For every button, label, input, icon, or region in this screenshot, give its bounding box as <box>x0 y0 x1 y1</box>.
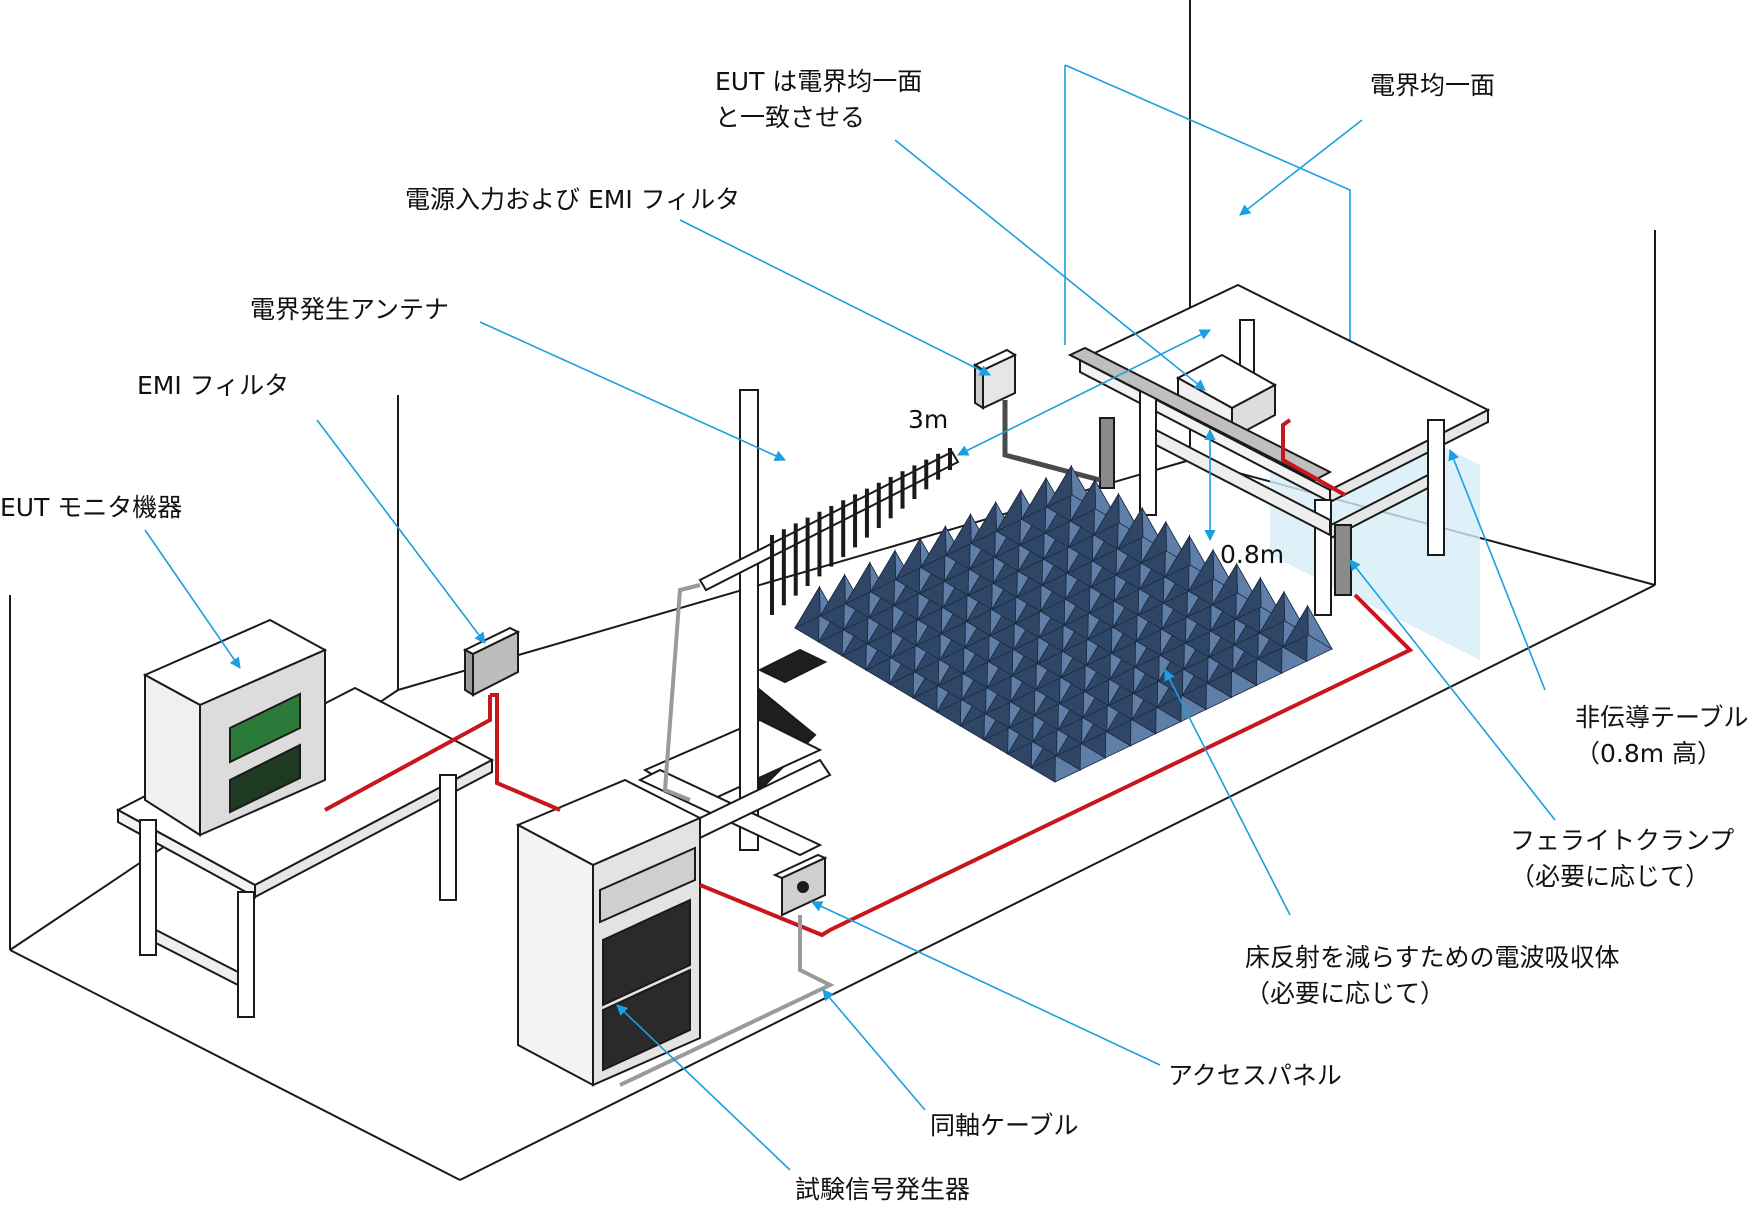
absorber-pyramid-face <box>1140 520 1167 565</box>
label-field-plane: 電界均一面 <box>1370 71 1496 100</box>
filter-box-icon <box>462 626 521 697</box>
coax-cable <box>619 915 835 1087</box>
absorber-pyramid-face <box>1069 478 1097 523</box>
monitor-icon <box>142 618 328 837</box>
absorber-pyramid-face <box>1163 534 1191 579</box>
absorber-pyramid-face <box>1187 548 1215 593</box>
rack-icon <box>515 778 703 1087</box>
label-power-filter: 電源入力および EMI フィルタ <box>405 185 741 214</box>
label-eut-align-line-2: と一致させる <box>715 103 866 132</box>
absorber-pyramid-face <box>844 561 871 605</box>
label-eut-align-line-1: EUT は電界均一面 <box>715 67 923 96</box>
label-distance: 3m <box>908 405 949 434</box>
absorber-pyramid-face <box>1282 604 1309 649</box>
absorber-pyramid-face <box>970 500 997 545</box>
power-cable <box>1002 400 1101 483</box>
label-table-line-2: （0.8m 高） <box>1575 739 1723 768</box>
absorber-icon <box>793 464 1334 783</box>
label-table: 非伝導テーブル （0.8m 高） <box>1575 700 1749 772</box>
label-absorber: 床反射を減らすための電波吸収体 （必要に応じて） <box>1245 940 1620 1012</box>
label-ferrite-line-1: フェライトクランプ <box>1510 826 1735 855</box>
red-cables <box>324 418 1414 938</box>
label-ferrite: フェライトクランプ （必要に応じて） <box>1510 823 1734 895</box>
absorber-pyramid-face <box>1258 590 1286 635</box>
label-ferrite-line-2: （必要に応じて） <box>1510 862 1711 891</box>
absorber-pyramid-face <box>1234 576 1262 621</box>
label-generator: 試験信号発生器 <box>795 1175 971 1204</box>
absorber-pyramid-face <box>995 488 1023 533</box>
dimension-lines <box>956 329 1216 542</box>
access-panel-icon <box>772 853 828 917</box>
absorber-pyramid-face <box>1045 464 1073 509</box>
absorber-pyramid-face <box>945 513 972 557</box>
absorber-pyramid-face <box>1093 492 1120 537</box>
label-table-line-1: 非伝導テーブル <box>1575 703 1749 732</box>
absorber-pyramid-face <box>869 549 897 593</box>
leader-lines <box>144 119 1556 1171</box>
label-coax: 同軸ケーブル <box>930 1111 1079 1140</box>
label-access-panel: アクセスパネル <box>1168 1061 1342 1090</box>
antenna-icon <box>698 448 960 615</box>
label-absorber-line-2: （必要に応じて） <box>1245 979 1446 1008</box>
label-height: 0.8m <box>1220 540 1285 569</box>
antenna-tripod <box>637 389 832 857</box>
absorber-pyramid-face <box>1211 562 1238 607</box>
absorber-pyramid-face <box>1020 476 1048 521</box>
label-absorber-line-1: 床反射を減らすための電波吸収体 <box>1245 943 1620 972</box>
label-eut-align: EUT は電界均一面 と一致させる <box>715 64 922 136</box>
absorber-pyramid-face <box>793 585 821 629</box>
absorber-pyramid-face <box>894 537 922 581</box>
absorber-pyramid-face <box>1116 506 1144 551</box>
label-antenna: 電界発生アンテナ <box>250 295 450 324</box>
absorber-pyramid-face <box>819 573 846 617</box>
label-eut-monitor: EUT モニタ機器 <box>0 493 183 522</box>
antenna-coax <box>662 583 701 802</box>
label-emi-filter: EMI フィルタ <box>137 371 290 400</box>
absorber-pyramid-face <box>919 525 947 569</box>
power-input-filter-box <box>972 348 1018 410</box>
